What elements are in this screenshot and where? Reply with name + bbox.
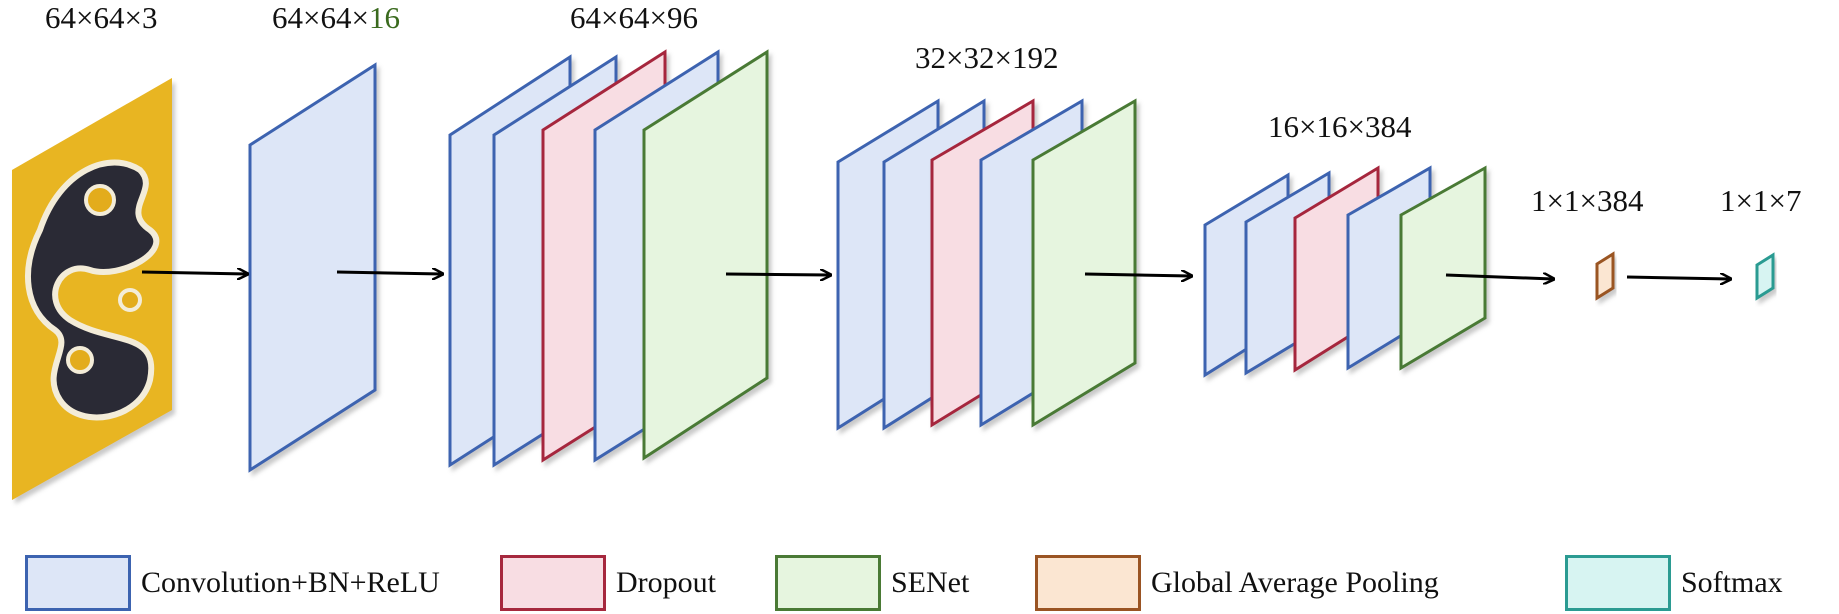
- softmax-dim-label: 1×1×7: [1720, 183, 1801, 218]
- legend-label-gap: Global Average Pooling: [1151, 566, 1439, 599]
- stage1-layers: [248, 62, 377, 473]
- legend-swatch-senet: [775, 555, 881, 611]
- softmax-layer: [1755, 252, 1775, 301]
- conv-layer: [248, 62, 377, 473]
- input-dim-label: 64×64×3: [45, 0, 157, 35]
- arrows: [141, 272, 1730, 279]
- legend-swatch-gap: [1035, 555, 1141, 611]
- senet-layer: [642, 49, 769, 461]
- stage3-dim-label: 32×32×192: [915, 40, 1058, 75]
- legend-swatch-softmax: [1565, 555, 1671, 611]
- senet-layer: [1031, 98, 1137, 428]
- legend-label-softmax: Softmax: [1681, 566, 1783, 599]
- arrow: [1626, 277, 1730, 279]
- stage2-dim-label: 64×64×96: [570, 0, 698, 35]
- legend: Convolution+BN+ReLU Dropout SENet Global…: [0, 545, 1839, 614]
- gap-dim-label: 1×1×384: [1531, 183, 1644, 218]
- legend-swatch-dropout: [500, 555, 606, 611]
- legend-swatch-conv: [25, 555, 131, 611]
- stage4-layers: [1203, 165, 1487, 378]
- legend-item-dropout: Dropout: [500, 553, 716, 613]
- cnn-architecture-diagram: 64×64×3 64×64×16 64×64×96 32×32×192 16×1…: [12, 0, 1801, 500]
- input-image: [12, 78, 172, 500]
- legend-item-gap: Global Average Pooling: [1035, 553, 1439, 613]
- legend-label-conv: Convolution+BN+ReLU: [141, 566, 440, 599]
- gap-layer: [1595, 251, 1615, 301]
- legend-item-conv: Convolution+BN+ReLU: [25, 553, 440, 613]
- arrow: [1084, 274, 1191, 276]
- arrow: [1445, 275, 1553, 279]
- stage3-layers: [836, 98, 1137, 431]
- legend-label-dropout: Dropout: [616, 566, 716, 599]
- legend-item-softmax: Softmax: [1565, 553, 1783, 613]
- arrow: [725, 274, 830, 275]
- arrow: [336, 272, 442, 274]
- stage1-dim-label: 64×64×16: [272, 0, 400, 35]
- senet-layer: [1399, 165, 1487, 371]
- arrow: [141, 272, 247, 274]
- stage4-dim-label: 16×16×384: [1268, 109, 1412, 144]
- legend-label-senet: SENet: [891, 566, 970, 599]
- legend-item-senet: SENet: [775, 553, 969, 613]
- stage2-layers: [448, 49, 769, 468]
